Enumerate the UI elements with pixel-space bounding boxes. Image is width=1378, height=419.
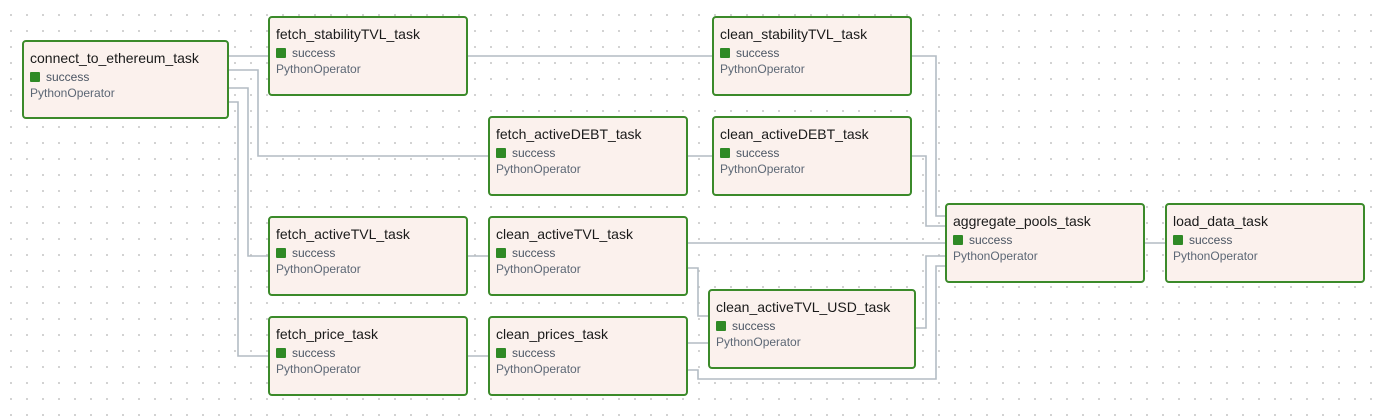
status-text: success: [1189, 232, 1233, 247]
edge-connect-to-fetch-price: [229, 101, 270, 357]
task-operator: PythonOperator: [496, 262, 581, 276]
task-status: success: [496, 245, 680, 260]
task-name: fetch_activeDEBT_task: [496, 126, 642, 142]
status-success-icon: [30, 71, 40, 82]
status-text: success: [512, 245, 556, 260]
task-operator: PythonOperator: [276, 362, 361, 376]
task-node-clean-prices[interactable]: clean_prices_task success PythonOperator: [488, 316, 688, 396]
task-operator: PythonOperator: [496, 362, 581, 376]
task-status: success: [953, 232, 1137, 247]
edge-clean-activedebt-to-aggregate: [912, 155, 946, 227]
status-success-icon: [496, 347, 506, 358]
task-name: load_data_task: [1173, 213, 1268, 229]
status-success-icon: [953, 234, 963, 245]
task-name: connect_to_ethereum_task: [30, 50, 199, 66]
status-text: success: [292, 345, 336, 360]
task-name: clean_prices_task: [496, 326, 609, 342]
status-text: success: [512, 345, 556, 360]
status-success-icon: [716, 320, 726, 331]
task-node-fetch-activedebt[interactable]: fetch_activeDEBT_task success PythonOper…: [488, 116, 688, 196]
task-name: clean_stabilityTVL_task: [720, 26, 868, 42]
task-operator: PythonOperator: [1173, 249, 1258, 263]
status-text: success: [736, 45, 780, 60]
task-operator: PythonOperator: [496, 162, 581, 176]
status-success-icon: [720, 47, 730, 58]
task-operator: PythonOperator: [720, 162, 805, 176]
task-status: success: [30, 69, 221, 84]
task-node-load-data[interactable]: load_data_task success PythonOperator: [1165, 203, 1365, 283]
status-text: success: [292, 245, 336, 260]
edge-clean-activetvl-to-clean-activetvl-usd: [688, 267, 710, 317]
task-node-fetch-stabilitytvl[interactable]: fetch_stabilityTVL_task success PythonOp…: [268, 16, 468, 96]
status-text: success: [512, 145, 556, 160]
status-text: success: [736, 145, 780, 160]
task-node-clean-stabilitytvl[interactable]: clean_stabilityTVL_task success PythonOp…: [712, 16, 912, 96]
task-name: fetch_activeTVL_task: [276, 226, 410, 242]
task-status: success: [720, 145, 904, 160]
task-name: fetch_price_task: [276, 326, 378, 342]
task-name: clean_activeTVL_USD_task: [716, 299, 891, 315]
task-node-clean-activetvl-usd[interactable]: clean_activeTVL_USD_task success PythonO…: [708, 289, 916, 369]
status-success-icon: [276, 347, 286, 358]
status-success-icon: [496, 247, 506, 258]
task-operator: PythonOperator: [716, 335, 801, 349]
task-status: success: [496, 345, 680, 360]
task-operator: PythonOperator: [953, 249, 1038, 263]
task-operator: PythonOperator: [720, 62, 805, 76]
task-node-aggregate-pools[interactable]: aggregate_pools_task success PythonOpera…: [945, 203, 1145, 283]
task-name: clean_activeTVL_task: [496, 226, 633, 242]
task-node-clean-activedebt[interactable]: clean_activeDEBT_task success PythonOper…: [712, 116, 912, 196]
status-success-icon: [276, 47, 286, 58]
status-text: success: [46, 69, 90, 84]
status-success-icon: [1173, 234, 1183, 245]
status-success-icon: [720, 147, 730, 158]
edge-clean-activetvl-usd-to-aggregate: [916, 255, 946, 329]
task-status: success: [496, 145, 680, 160]
edge-connect-to-fetch-activetvl: [229, 87, 270, 257]
task-status: success: [716, 318, 908, 333]
task-node-fetch-price[interactable]: fetch_price_task success PythonOperator: [268, 316, 468, 396]
task-status: success: [276, 345, 460, 360]
edge-clean-stabilitytvl-to-aggregate: [912, 55, 946, 217]
task-name: aggregate_pools_task: [953, 213, 1091, 229]
status-text: success: [292, 45, 336, 60]
task-status: success: [720, 45, 904, 60]
status-success-icon: [496, 147, 506, 158]
status-text: success: [732, 318, 776, 333]
task-operator: PythonOperator: [276, 62, 361, 76]
task-status: success: [276, 245, 460, 260]
status-success-icon: [276, 247, 286, 258]
task-node-fetch-activetvl[interactable]: fetch_activeTVL_task success PythonOpera…: [268, 216, 468, 296]
task-name: fetch_stabilityTVL_task: [276, 26, 420, 42]
task-status: success: [276, 45, 460, 60]
task-status: success: [1173, 232, 1357, 247]
task-name: clean_activeDEBT_task: [720, 126, 869, 142]
task-operator: PythonOperator: [276, 262, 361, 276]
task-node-connect-to-ethereum[interactable]: connect_to_ethereum_task success PythonO…: [22, 40, 229, 119]
status-text: success: [969, 232, 1013, 247]
task-node-clean-activetvl[interactable]: clean_activeTVL_task success PythonOpera…: [488, 216, 688, 296]
task-operator: PythonOperator: [30, 86, 115, 100]
